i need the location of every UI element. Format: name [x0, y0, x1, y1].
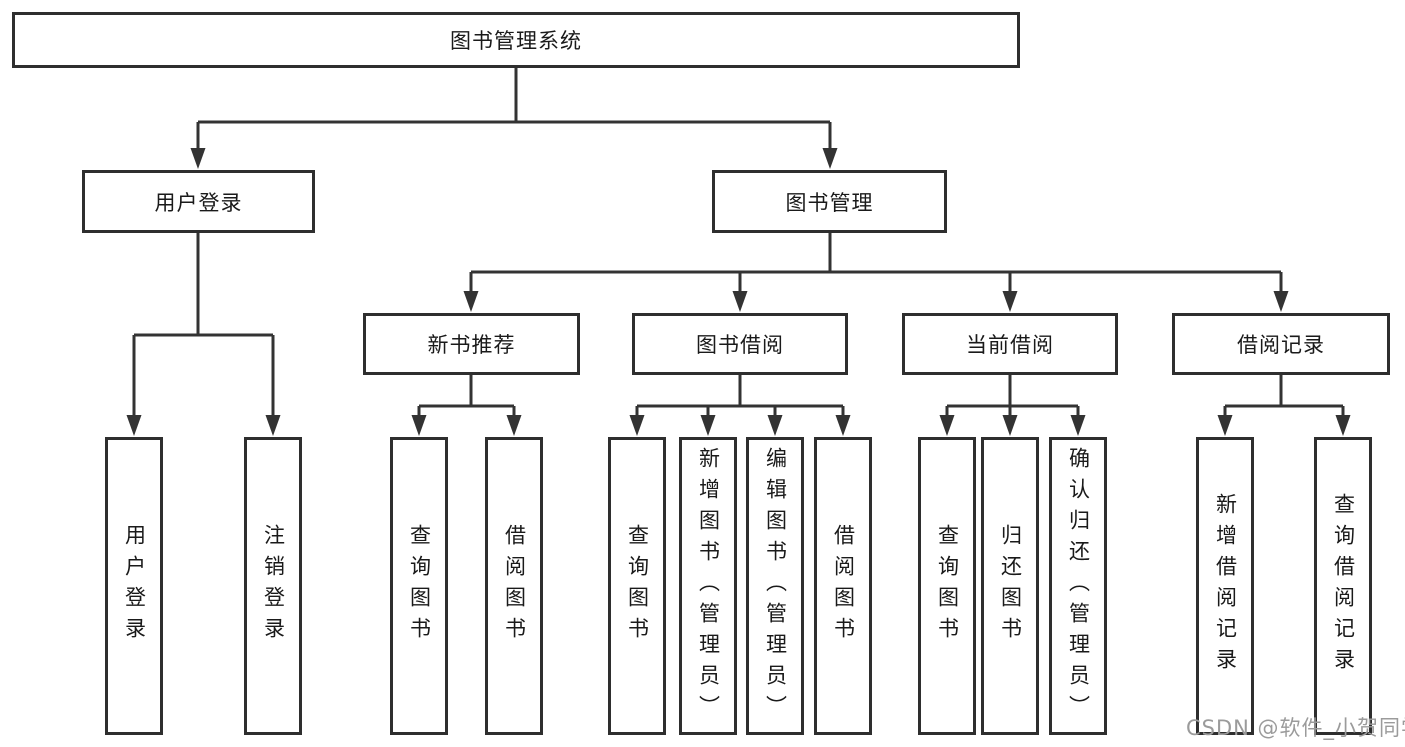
arrowhead-icon [939, 415, 955, 436]
arrowhead-icon [700, 415, 716, 436]
connector-line [469, 233, 1283, 292]
arrowhead-icon [732, 291, 748, 312]
leaf-logout: 注销登录 [244, 437, 302, 735]
node-new-book-recommendation: 新书推荐 [363, 313, 580, 375]
connector-line [132, 233, 275, 416]
node-borrowing-records: 借阅记录 [1172, 313, 1390, 375]
connector-root-split [190, 68, 838, 169]
leaf-add-books-admin: 新增图书（管理员） [679, 437, 737, 735]
connector-records-split [1217, 375, 1351, 436]
csdn-watermark: CSDN @软件_小贺同学 [1186, 716, 1405, 740]
arrowhead-icon [1217, 415, 1233, 436]
connector-line [1223, 375, 1345, 416]
connector-new-book-split [411, 375, 522, 436]
leaf-query-borrow-record: 查询借阅记录 [1314, 437, 1372, 735]
leaf-edit-books-admin: 编辑图书（管理员） [746, 437, 804, 735]
arrowhead-icon [629, 415, 645, 436]
arrowhead-icon [835, 415, 851, 436]
leaf-user-login: 用户登录 [105, 437, 163, 735]
arrowhead-icon [1070, 415, 1086, 436]
node-book-management: 图书管理 [712, 170, 947, 233]
leaf-confirm-return-admin: 确认归还（管理员） [1049, 437, 1107, 735]
arrowhead-icon [126, 415, 142, 436]
node-book-borrowing: 图书借阅 [632, 313, 848, 375]
leaf-add-borrow-record: 新增借阅记录 [1196, 437, 1254, 735]
connector-line [196, 68, 832, 149]
leaf-borrow-books-recommend: 借阅图书 [485, 437, 543, 735]
arrowhead-icon [767, 415, 783, 436]
arrowhead-icon [190, 148, 206, 169]
node-user-login: 用户登录 [82, 170, 315, 233]
connector-user-login-split [126, 233, 281, 436]
leaf-query-books-recommend: 查询图书 [390, 437, 448, 735]
arrowhead-icon [1002, 415, 1018, 436]
connector-book-borrow-split [629, 375, 851, 436]
arrowhead-icon [265, 415, 281, 436]
leaf-query-books-current: 查询图书 [918, 437, 976, 735]
arrowhead-icon [1335, 415, 1351, 436]
leaf-query-books-borrow: 查询图书 [608, 437, 666, 735]
connector-current-borrow-split [939, 375, 1086, 436]
arrowhead-icon [1002, 291, 1018, 312]
arrowhead-icon [411, 415, 427, 436]
connector-line [635, 375, 845, 416]
leaf-return-books: 归还图书 [981, 437, 1039, 735]
connector-line [417, 375, 516, 416]
arrowhead-icon [506, 415, 522, 436]
node-library-management-system: 图书管理系统 [12, 12, 1020, 68]
connector-book-management-split [463, 233, 1289, 312]
leaf-borrow-books: 借阅图书 [814, 437, 872, 735]
connector-line [945, 375, 1080, 416]
arrowhead-icon [822, 148, 838, 169]
node-current-borrowing: 当前借阅 [902, 313, 1118, 375]
arrowhead-icon [1273, 291, 1289, 312]
arrowhead-icon [463, 291, 479, 312]
